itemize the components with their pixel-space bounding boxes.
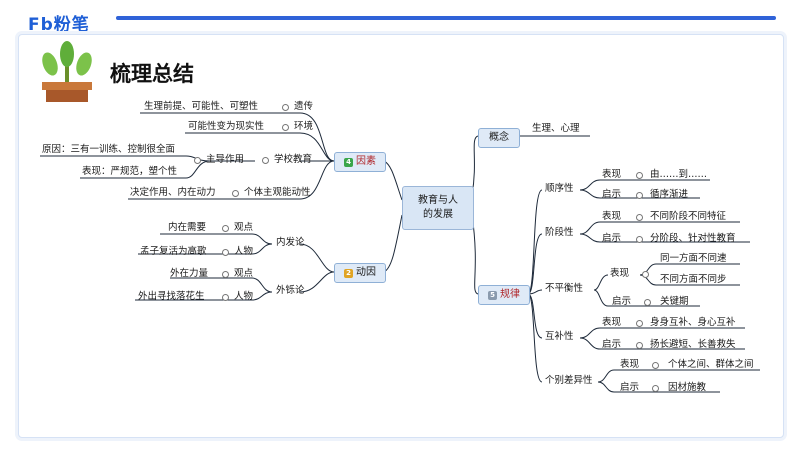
external-person-key: 人物 (234, 291, 254, 302)
imbalance-v1a: 同一方面不同速 (660, 253, 727, 264)
subjective-desc: 决定作用、内在动力 (130, 187, 216, 198)
stage-k1: 表现 (602, 211, 622, 222)
bullet-icon (636, 320, 643, 327)
internal-person: 孟子复活为高歌 (140, 246, 207, 257)
branch-law-label: 规律 (500, 289, 520, 300)
imbalance-k1: 表现 (610, 268, 630, 279)
school-label: 学校教育 (274, 154, 313, 165)
external-view: 外在力量 (170, 268, 209, 279)
sequence-k2: 启示 (602, 189, 622, 200)
stage-v2: 分阶段、针对性教育 (650, 233, 736, 244)
concept-desc: 生理、心理 (532, 123, 580, 134)
sequence-v1: 由……到…… (650, 169, 708, 180)
complement-v2: 扬长避短、长善救失 (650, 339, 736, 350)
school-show: 表现：严规范，塑个性 (82, 166, 178, 177)
stage-label: 阶段性 (545, 227, 574, 238)
center-node[interactable]: 教育与人 的发展 (402, 186, 474, 230)
bullet-icon (652, 362, 659, 369)
bullet-icon (636, 236, 643, 243)
complement-k1: 表现 (602, 317, 622, 328)
bullet-icon (636, 172, 643, 179)
sequence-label: 顺序性 (545, 183, 574, 194)
branch-factors-label: 因素 (356, 156, 376, 167)
branch-motive[interactable]: 2 动因 (334, 263, 386, 283)
environment-label: 环境 (294, 121, 314, 132)
imbalance-v1b: 不同方面不同步 (660, 274, 727, 285)
school-reason: 原因：三有一训练、控制很全面 (42, 144, 176, 155)
stage-k2: 启示 (602, 233, 622, 244)
bullet-icon (652, 385, 659, 392)
bullet-icon (222, 271, 229, 278)
bullet-icon (194, 157, 201, 164)
external-person: 外出寻找落花生 (138, 291, 205, 302)
environment-desc: 可能性变为现实性 (188, 121, 265, 132)
center-node-line2: 的发展 (423, 209, 453, 220)
branch-factors[interactable]: 4 因素 (334, 152, 386, 172)
bullet-icon (232, 190, 239, 197)
internal-view-key: 观点 (234, 222, 254, 233)
badge-green-icon: 4 (344, 157, 353, 167)
heredity-desc: 生理前提、可能性、可塑性 (144, 101, 259, 112)
bullet-icon (642, 271, 649, 278)
stage-v1: 不同阶段不同特征 (650, 211, 727, 222)
bullet-icon (636, 214, 643, 221)
branch-concept[interactable]: 概念 (478, 128, 520, 148)
branch-law[interactable]: 5 规律 (478, 285, 530, 305)
bullet-icon (222, 225, 229, 232)
heredity-label: 遗传 (294, 101, 314, 112)
top-accent-bar (116, 16, 776, 20)
bullet-icon (636, 192, 643, 199)
imbalance-label: 不平衡性 (545, 283, 584, 294)
content-card (18, 34, 784, 438)
individual-label: 个别差异性 (545, 375, 593, 386)
bullet-icon (644, 299, 651, 306)
school-role: 主导作用 (206, 154, 245, 165)
external-label: 外铄论 (276, 285, 305, 296)
individual-v1: 个体之间、群体之间 (668, 359, 754, 370)
page-title: 梳理总结 (110, 62, 194, 86)
sequence-v2: 循序渐进 (650, 189, 689, 200)
individual-v2: 因材施教 (668, 382, 707, 393)
bullet-icon (282, 124, 289, 131)
subjective-label: 个体主观能动性 (244, 187, 311, 198)
sequence-k1: 表现 (602, 169, 622, 180)
bullet-icon (222, 249, 229, 256)
internal-person-key: 人物 (234, 246, 254, 257)
imbalance-k2: 启示 (612, 296, 632, 307)
complement-label: 互补性 (545, 331, 574, 342)
complement-v1: 身身互补、身心互补 (650, 317, 736, 328)
bullet-icon (222, 294, 229, 301)
individual-k1: 表现 (620, 359, 640, 370)
center-node-line1: 教育与人 (418, 195, 458, 206)
bullet-icon (636, 342, 643, 349)
branch-motive-label: 动因 (356, 267, 376, 278)
branch-concept-label: 概念 (489, 132, 509, 143)
brand-logo: Fb粉笔 (28, 15, 90, 35)
badge-gray-icon: 5 (488, 290, 497, 300)
bullet-icon (282, 104, 289, 111)
complement-k2: 启示 (602, 339, 622, 350)
internal-view: 内在需要 (168, 222, 207, 233)
bullet-icon (262, 157, 269, 164)
imbalance-v2: 关键期 (660, 296, 689, 307)
external-view-key: 观点 (234, 268, 254, 279)
internal-label: 内发论 (276, 237, 305, 248)
individual-k2: 启示 (620, 382, 640, 393)
badge-yellow-icon: 2 (344, 268, 353, 278)
plant-pot-icon (42, 41, 92, 102)
